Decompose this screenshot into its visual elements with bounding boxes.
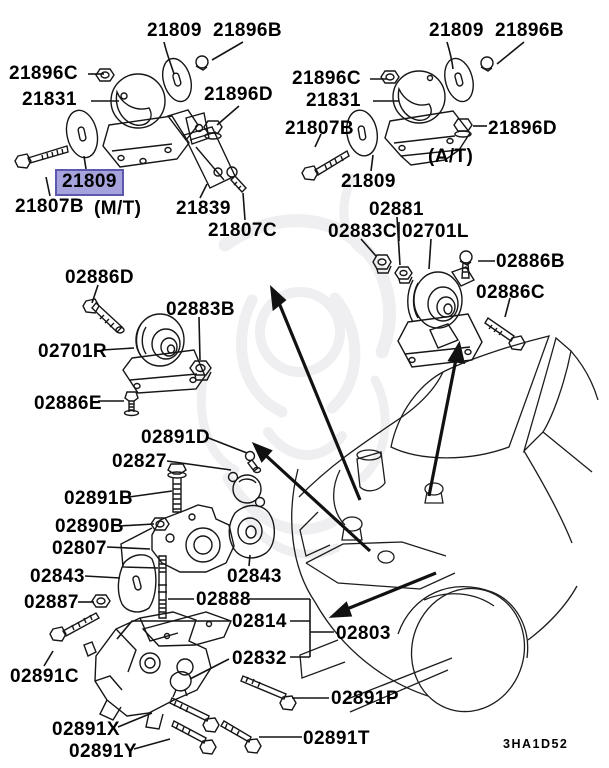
part-label-21896c-at: 21896C xyxy=(292,68,361,89)
part-label-02803: 02803 xyxy=(336,623,391,644)
at-mount-drawing xyxy=(301,56,494,181)
part-label-21896d-mt: 21896D xyxy=(204,84,273,105)
damper-pad-icon xyxy=(444,57,474,103)
roll-stopper-left-drawing xyxy=(372,250,526,368)
part-label-02890b: 02890B xyxy=(55,516,124,537)
part-label-02891d: 02891D xyxy=(141,427,210,448)
part-label-02843-left: 02843 xyxy=(30,566,85,587)
part-label-02887: 02887 xyxy=(24,592,79,613)
part-label-21831-mt: 21831 xyxy=(22,89,77,110)
part-label-02891b: 02891B xyxy=(64,488,133,509)
damper-pad-icon xyxy=(345,109,379,157)
mt-mount-drawing xyxy=(14,55,247,194)
part-label-02814: 02814 xyxy=(232,611,287,632)
transmission-note-mt: (M/T) xyxy=(94,198,142,219)
part-label-02891t: 02891T xyxy=(303,728,370,749)
part-label-21896b-at: 21896B xyxy=(495,20,564,41)
part-label-02843-right: 02843 xyxy=(227,566,282,587)
roll-stopper-right-drawing xyxy=(82,298,212,417)
part-label-02832: 02832 xyxy=(232,648,287,669)
part-label-02888: 02888 xyxy=(196,589,251,610)
part-label-02886c: 02886C xyxy=(476,282,545,303)
part-label-02883c: 02883C xyxy=(328,221,397,242)
leader-lines xyxy=(43,41,525,750)
part-label-02891y: 02891Y xyxy=(69,741,137,762)
part-label-21807b-at: 21807B xyxy=(285,118,354,139)
part-label-02701r: 02701R xyxy=(38,341,107,362)
part-label-02883b: 02883B xyxy=(166,299,235,320)
part-label-02891c: 02891C xyxy=(10,666,79,687)
transmission-note-at: (A/T) xyxy=(428,146,474,167)
part-label-21896b-mt: 21896B xyxy=(213,20,282,41)
damper-pad-icon xyxy=(65,109,99,159)
part-label-21809-mt-top: 21809 xyxy=(147,20,202,41)
part-label-02891x: 02891X xyxy=(52,719,120,740)
part-label-21809-at-bottom: 21809 xyxy=(341,171,396,192)
part-label-21809-highlighted[interactable]: 21809 xyxy=(55,169,124,196)
front-mount-drawing xyxy=(49,450,275,642)
part-label-21807b-mt: 21807B xyxy=(15,196,84,217)
part-label-21896d-at: 21896D xyxy=(488,118,557,139)
part-label-21809-at-top: 21809 xyxy=(429,20,484,41)
insulator-bracket-drawing xyxy=(83,611,297,755)
part-label-02881: 02881 xyxy=(369,199,424,220)
diagram-code: 3HA1D52 xyxy=(503,737,569,751)
part-label-02886d: 02886D xyxy=(65,267,134,288)
part-label-02827: 02827 xyxy=(112,451,167,472)
part-label-21896c-mt: 21896C xyxy=(9,63,78,84)
part-label-21831-at: 21831 xyxy=(306,90,361,111)
part-label-21807c-mt: 21807C xyxy=(208,220,277,241)
part-label-02701l: 02701L xyxy=(402,221,469,242)
part-label-02886e: 02886E xyxy=(34,393,102,414)
car-outline xyxy=(291,335,599,713)
damper-pad-icon xyxy=(161,57,193,103)
part-label-02807: 02807 xyxy=(52,538,107,559)
part-label-02886b: 02886B xyxy=(496,251,565,272)
part-label-21839-mt: 21839 xyxy=(176,198,231,219)
locator-arrows xyxy=(251,284,466,618)
part-label-02891p: 02891P xyxy=(331,688,399,709)
